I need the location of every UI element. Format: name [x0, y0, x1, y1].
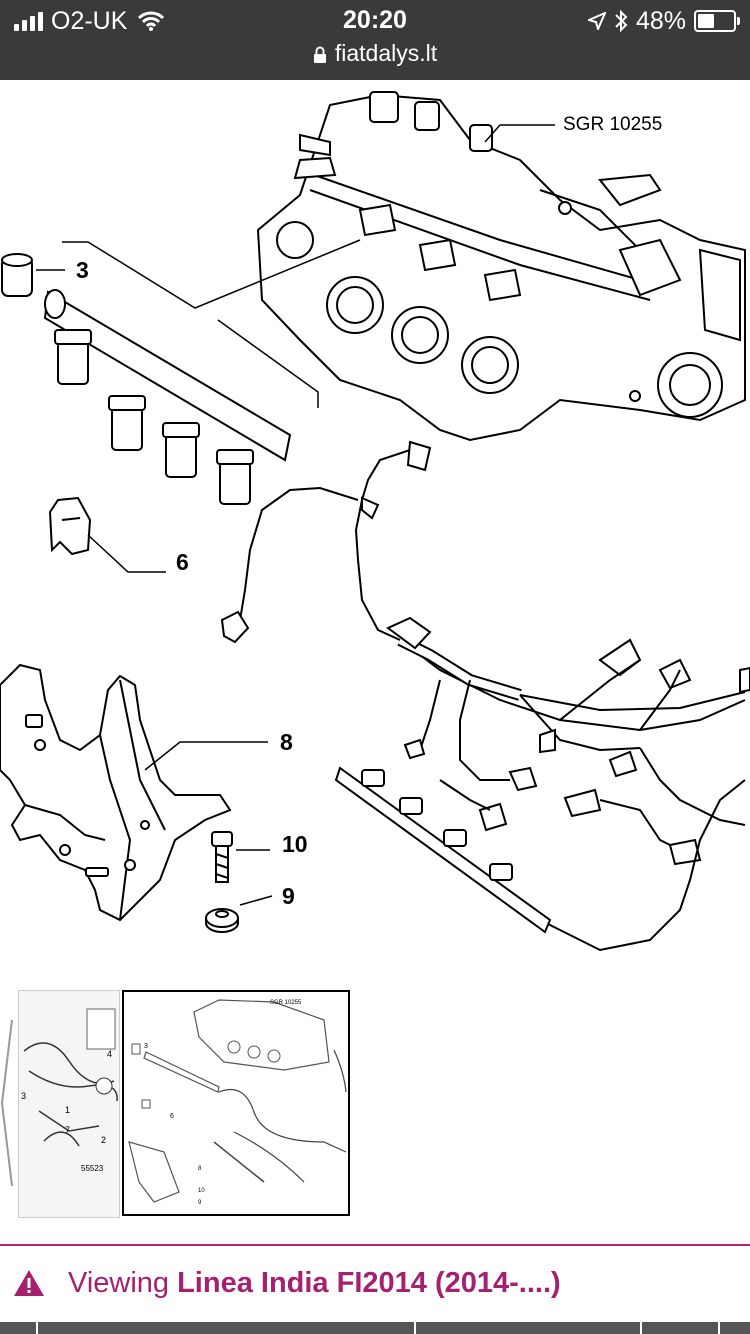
status-right: 48% — [587, 6, 740, 36]
bolt-drawing — [211, 831, 233, 883]
wiring-harness-drawing — [220, 440, 750, 952]
url-text: fiatdalys.lt — [334, 40, 438, 66]
viewing-model[interactable]: Linea India FI2014 (2014-....) — [177, 1266, 561, 1299]
thumbnail-selected[interactable]: SGR 10255 3 6 8 10 9 — [122, 990, 350, 1216]
wifi-icon — [138, 11, 165, 31]
bluetooth-icon — [615, 9, 628, 33]
callout-3: 3 — [76, 257, 89, 283]
callout-8: 8 — [280, 729, 293, 755]
viewing-prefix: Viewing — [68, 1266, 178, 1299]
status-left: O2-UK — [14, 6, 165, 36]
bottom-tab[interactable] — [0, 1322, 38, 1334]
fuel-rail-drawing — [1, 253, 292, 505]
parts-diagram: SGR 10255 3 6 — [0, 91, 750, 952]
bottom-tab[interactable] — [38, 1322, 416, 1334]
lower-rail-drawing — [334, 766, 552, 934]
thumbnail-label: 6 — [170, 1113, 174, 1120]
carrier-name: O2-UK — [51, 6, 128, 35]
warning-icon — [14, 1270, 44, 1296]
scroll-left-icon[interactable] — [0, 990, 14, 1216]
bottom-tab[interactable] — [642, 1322, 720, 1334]
bottom-tab-strip — [0, 1322, 750, 1334]
battery-percent: 48% — [635, 6, 686, 35]
thumbnail-label: 3 — [21, 1091, 26, 1101]
thumbnail-previous[interactable]: 4 3 1 7 2 55523 — [18, 990, 120, 1218]
thumbnail-label: 7 — [65, 1125, 70, 1135]
clip-drawing — [48, 496, 92, 556]
thumbnail-label: 8 — [198, 1166, 202, 1172]
signal-icon — [14, 11, 43, 31]
intake-manifold-drawing — [256, 91, 746, 442]
clock: 20:20 — [343, 6, 407, 34]
thumbnail-label: 3 — [144, 1043, 148, 1050]
callout-10: 10 — [282, 831, 308, 857]
viewing-text: Viewing Linea India FI2014 (2014-....) — [68, 1267, 561, 1300]
thumbnail-label: 2 — [101, 1135, 106, 1145]
thumbnail-label: 55523 — [81, 1164, 104, 1173]
lock-icon — [313, 46, 326, 63]
callout-9: 9 — [282, 883, 295, 909]
thumbnail-strip: 4 3 1 7 2 55523 SGR 10255 3 6 8 10 — [0, 988, 750, 1218]
bracket-drawing — [0, 663, 232, 922]
thumbnail-reference: SGR 10255 — [270, 1000, 302, 1006]
thumbnail-label: 1 — [65, 1105, 70, 1115]
location-icon — [587, 12, 606, 30]
bottom-tab[interactable] — [416, 1322, 642, 1334]
viewing-banner: Viewing Linea India FI2014 (2014-....) — [0, 1250, 750, 1316]
status-bar: O2-UK 20:20 48% fiatdalys.lt — [0, 0, 750, 80]
thumbnail-label: 9 — [198, 1200, 202, 1206]
battery-icon — [694, 10, 740, 32]
reference-code: SGR 10255 — [563, 114, 662, 135]
section-divider — [0, 1244, 750, 1246]
thumbnail-previous-drawing: 4 3 1 7 2 55523 — [21, 1008, 118, 1173]
callout-6: 6 — [176, 549, 189, 575]
thumbnail-selected-drawing: SGR 10255 3 6 8 10 9 — [128, 999, 347, 1206]
thumbnail-label: 10 — [198, 1188, 205, 1194]
washer-drawing — [205, 908, 239, 933]
thumbnail-label: 4 — [107, 1049, 112, 1059]
url-bar[interactable]: fiatdalys.lt — [0, 40, 750, 67]
